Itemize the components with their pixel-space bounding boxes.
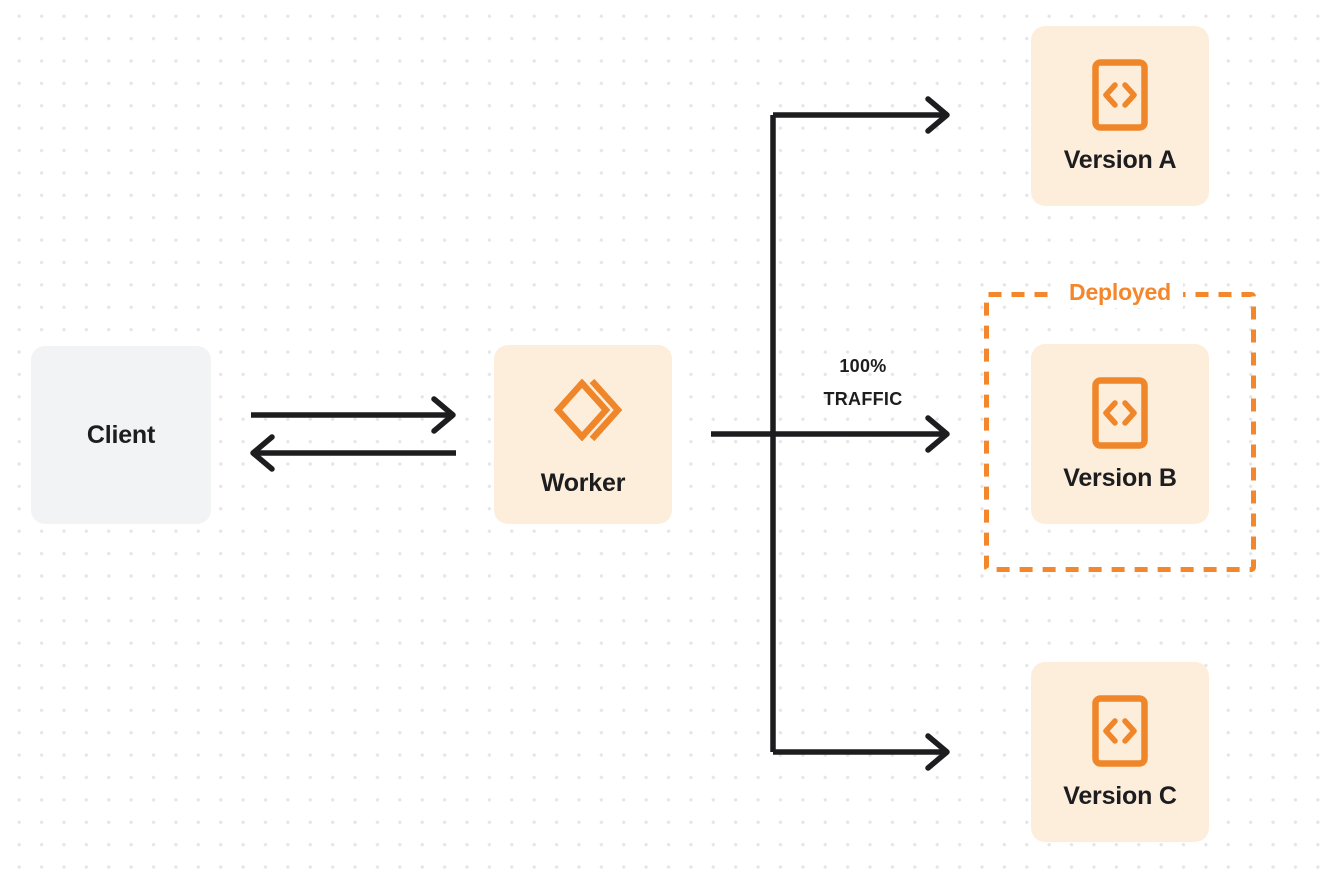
version-b-arrowhead [925, 415, 950, 453]
client-label: Client [86, 420, 156, 449]
code-file-icon [1091, 58, 1149, 132]
node-client[interactable]: Client [31, 346, 211, 524]
node-worker[interactable]: Worker [494, 345, 672, 524]
node-version-a[interactable]: Version A [1031, 26, 1209, 206]
node-version-c[interactable]: Version C [1031, 662, 1209, 842]
code-file-icon [1091, 694, 1149, 768]
worker-to-client-arrowhead [250, 434, 275, 472]
worker-label: Worker [540, 469, 626, 497]
version-c-arrowhead [925, 733, 950, 771]
node-version-b[interactable]: Version B [1031, 344, 1209, 524]
cloudflare-workers-logo-icon [544, 371, 622, 449]
deployed-dashed-border [984, 292, 1256, 572]
traffic-word: TRAFFIC [823, 389, 903, 409]
traffic-percent: 100% [839, 356, 887, 376]
version-c-label: Version C [1063, 781, 1177, 810]
code-file-icon [1091, 376, 1149, 450]
version-b-label: Version B [1063, 463, 1177, 492]
client-to-worker-arrowhead [431, 396, 456, 434]
deployed-label: Deployed [1057, 276, 1183, 308]
deployed-frame: Deployed [984, 276, 1256, 572]
traffic-label: 100% TRAFFIC [793, 350, 933, 416]
version-a-label: Version A [1063, 145, 1177, 174]
version-a-arrowhead [925, 96, 950, 134]
